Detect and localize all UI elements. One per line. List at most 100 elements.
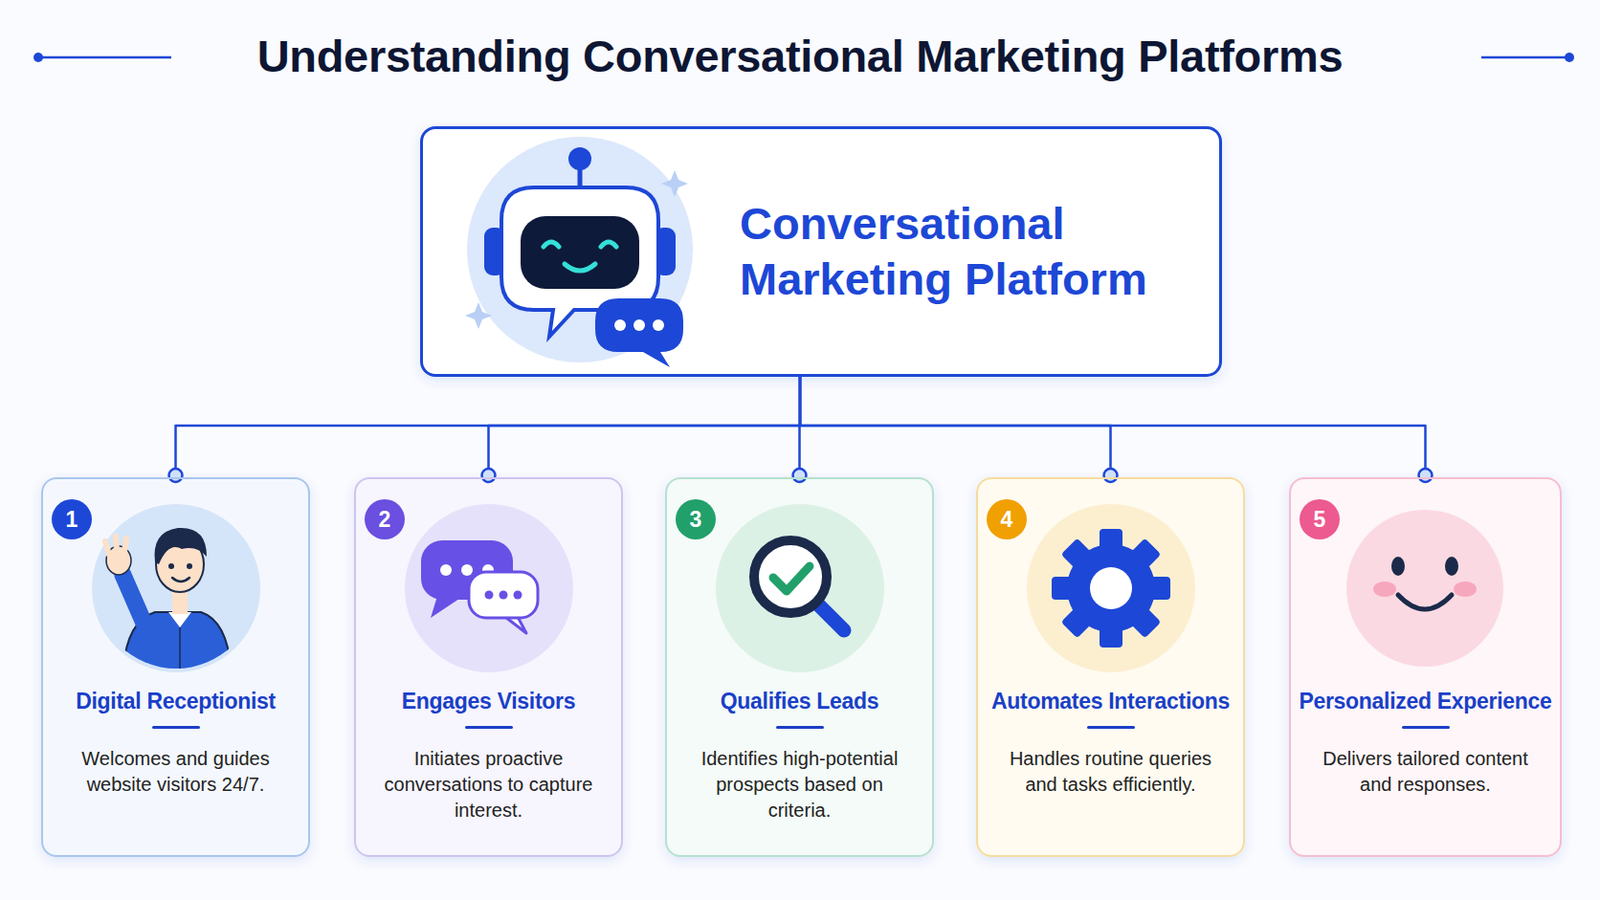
connector-group bbox=[482, 377, 801, 483]
gear-icon-part-part bbox=[1066, 544, 1156, 633]
connector-line bbox=[488, 377, 801, 478]
chat-icon-part bbox=[468, 572, 538, 619]
card-description: Delivers tailored content and responses. bbox=[1308, 746, 1543, 799]
connector-group bbox=[800, 377, 1433, 483]
robot-icon-part bbox=[595, 298, 684, 368]
box-fills-part bbox=[1288, 477, 1562, 858]
chat-icon-part bbox=[404, 504, 574, 673]
heading-rule bbox=[465, 726, 513, 730]
chat-icon-part bbox=[499, 591, 509, 600]
robot-icon-part bbox=[661, 170, 689, 198]
feature-card: Automates InteractionsHandles routine qu… bbox=[976, 477, 1245, 858]
chat-icon-part bbox=[461, 564, 473, 577]
heading-rule bbox=[152, 726, 200, 730]
gear-icon bbox=[1026, 504, 1196, 673]
connector-line bbox=[800, 377, 1112, 478]
feature-card: Qualifies LeadsIdentifies high-potential… bbox=[665, 477, 934, 858]
card-heading: Personalized Experience bbox=[1298, 688, 1552, 715]
chat-icon-part bbox=[440, 564, 452, 577]
hub-box: Conversational Marketing Platform bbox=[420, 126, 1223, 378]
receptionist-icon-part bbox=[105, 541, 110, 556]
smiley-icon-part bbox=[1444, 556, 1459, 577]
card-description: Welcomes and guides website visitors 24/… bbox=[60, 746, 291, 799]
title-rules-part bbox=[33, 52, 44, 63]
connector-dot bbox=[1419, 468, 1433, 483]
smiley-icon-part bbox=[1373, 581, 1397, 598]
connector-group bbox=[169, 377, 801, 483]
receptionist-icon bbox=[91, 504, 261, 680]
smiley-icon-part bbox=[1346, 510, 1504, 667]
robot-icon-part bbox=[543, 242, 559, 247]
connector-dot bbox=[1104, 468, 1118, 483]
smiley-icon-part bbox=[1391, 556, 1405, 577]
card-heading: Engages Visitors bbox=[401, 688, 576, 715]
receptionist-icon-part bbox=[115, 536, 117, 552]
receptionist-icon-part-part bbox=[178, 627, 181, 675]
chat-icon-part bbox=[485, 591, 494, 600]
feature-card: Personalized ExperienceDelivers tailored… bbox=[1288, 477, 1562, 858]
card-heading: Qualifies Leads bbox=[720, 688, 880, 715]
title-rules-part bbox=[1564, 52, 1575, 63]
diagram-title: Understanding Conversational Marketing P… bbox=[0, 29, 1600, 83]
robot-icon-part bbox=[466, 136, 693, 363]
heading-rule bbox=[1087, 726, 1135, 730]
receptionist-icon-part-part bbox=[168, 612, 192, 628]
chat-icon-part bbox=[513, 591, 523, 600]
chat-icon-part bbox=[430, 593, 460, 619]
robot-icon-part bbox=[652, 319, 665, 332]
receptionist-icon-part bbox=[186, 563, 193, 570]
connector-dot bbox=[482, 468, 496, 483]
callout-number: 3 bbox=[675, 499, 716, 540]
receptionist-icon-part bbox=[155, 528, 208, 565]
callout-number: 4 bbox=[986, 499, 1027, 540]
feature-card: Engages VisitorsInitiates proactive conv… bbox=[354, 477, 623, 858]
gear-icon-part-part bbox=[1089, 567, 1133, 610]
robot-icon bbox=[465, 136, 693, 368]
card-description: Handles routine queries and tasks effici… bbox=[995, 746, 1226, 799]
robot-icon-part bbox=[614, 319, 626, 332]
robot-icon-part bbox=[465, 302, 492, 330]
callout-number: 5 bbox=[1299, 499, 1340, 540]
heading-rule bbox=[776, 726, 824, 730]
gear-icon-part bbox=[1051, 529, 1171, 648]
magnifier-icon-part bbox=[819, 605, 845, 631]
card-description: Initiates proactive conversations to cap… bbox=[373, 746, 604, 824]
connector-line bbox=[800, 377, 1426, 478]
receptionist-icon-part bbox=[124, 538, 127, 553]
card-heading: Automates Interactions bbox=[991, 688, 1230, 715]
receptionist-icon-part bbox=[168, 563, 175, 570]
card-description: Identifies high-potential prospects base… bbox=[684, 746, 915, 824]
connector-dot bbox=[793, 468, 807, 483]
callout-number: 1 bbox=[51, 499, 92, 540]
heading-rule bbox=[1401, 726, 1450, 730]
box-fills bbox=[41, 126, 1562, 858]
robot-icon-part bbox=[633, 319, 645, 332]
hub-title: Conversational Marketing Platform bbox=[739, 196, 1202, 308]
magnifier-icon-part bbox=[715, 504, 885, 673]
card-heading: Digital Receptionist bbox=[75, 688, 276, 715]
magnifier-icon bbox=[715, 504, 885, 673]
smiley-icon bbox=[1346, 510, 1504, 667]
title-rules-part bbox=[38, 56, 172, 60]
callout-number: 2 bbox=[364, 499, 405, 540]
feature-card: Digital ReceptionistWelcomes and guides … bbox=[41, 477, 311, 858]
box-fills-part bbox=[665, 477, 934, 858]
smiley-icon-part bbox=[1398, 595, 1452, 610]
receptionist-icon-part bbox=[172, 577, 190, 582]
robot-icon-part bbox=[564, 264, 596, 271]
smiley-icon-part bbox=[1453, 581, 1477, 598]
robot-icon-part bbox=[520, 216, 640, 289]
box-fills-part bbox=[976, 477, 1245, 858]
box-fills-part bbox=[41, 477, 311, 858]
chat-icon bbox=[404, 504, 574, 673]
magnifier-icon-part bbox=[754, 540, 827, 614]
box-fills-part bbox=[354, 477, 623, 858]
connector-group bbox=[800, 377, 1118, 483]
gear-icon-part bbox=[1026, 504, 1196, 673]
robot-icon-part bbox=[600, 242, 617, 247]
box-fills-part bbox=[420, 126, 1223, 378]
connector-dot bbox=[169, 468, 183, 483]
magnifier-icon-part bbox=[773, 566, 810, 592]
connector-line bbox=[176, 377, 801, 478]
